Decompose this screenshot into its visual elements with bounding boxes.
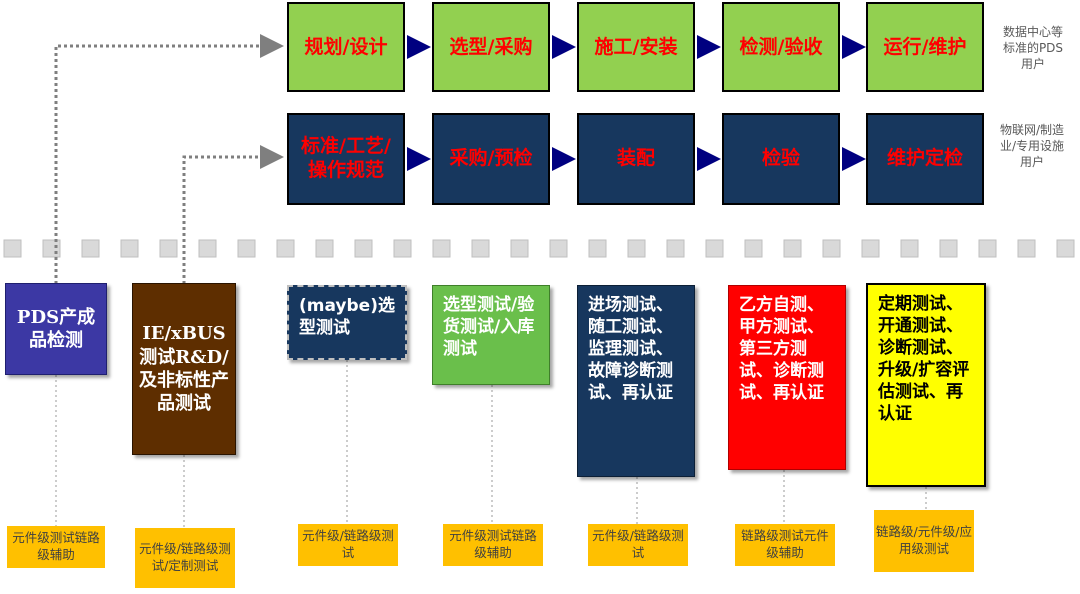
- vertical-guides: [55, 360, 927, 528]
- separator-square: [237, 239, 256, 258]
- separator-square: [861, 239, 880, 258]
- test-box-ie-xbus: IE/xBUS测试R&D/及非标性产品测试: [132, 283, 236, 455]
- separator-square: [822, 239, 841, 258]
- separator-square: [939, 239, 958, 258]
- test-box-selection-inspection: 选型测试/验货测试/入库测试: [432, 285, 550, 385]
- separator-square: [783, 239, 802, 258]
- separator-square: [588, 239, 607, 258]
- stage-standards-process: 标准/工艺/操作规范: [287, 113, 405, 205]
- stage-assembly: 装配: [577, 113, 695, 205]
- separator-square: [81, 239, 100, 258]
- separator-square: [666, 239, 685, 258]
- separator-square: [432, 239, 451, 258]
- separator-square: [393, 239, 412, 258]
- stage-operate-maintain: 运行/维护: [866, 2, 984, 92]
- level-tag-1: 元件级测试链路级辅助: [7, 526, 105, 568]
- separator-square: [42, 239, 61, 258]
- separator-square: [3, 239, 22, 258]
- separator-square: [627, 239, 646, 258]
- level-tag-3: 元件级/链路级测试: [298, 524, 398, 566]
- stage-purchase-precheck: 采购/预检: [432, 113, 550, 205]
- test-box-maybe-selection: (maybe)选型测试: [287, 285, 407, 360]
- separator-band: [0, 240, 1080, 258]
- separator-square: [978, 239, 997, 258]
- separator-square: [354, 239, 373, 258]
- level-tag-6: 链路级测试元件级辅助: [735, 524, 835, 566]
- stage-plan-design: 规划/设计: [287, 2, 405, 92]
- level-tag-4: 元件级测试链路级辅助: [443, 524, 543, 566]
- test-box-periodic-testing: 定期测试、开通测试、诊断测试、升级/扩容评估测试、再认证: [866, 283, 986, 487]
- separator-square: [900, 239, 919, 258]
- separator-square: [1017, 239, 1036, 258]
- mid-row-note: 物联网/制造业/专用设施用户: [999, 123, 1065, 170]
- stage-test-accept: 检测/验收: [722, 2, 840, 92]
- separator-square: [510, 239, 529, 258]
- test-box-pds-product: PDS产成品检测: [5, 283, 107, 375]
- separator-square: [744, 239, 763, 258]
- separator-square: [705, 239, 724, 258]
- test-box-party-testing: 乙方自测、甲方测试、第三方测试、诊断测试、再认证: [728, 285, 846, 470]
- level-tag-2: 元件级/链路级测试/定制测试: [135, 528, 235, 588]
- separator-square: [471, 239, 490, 258]
- stage-inspection: 检验: [722, 113, 840, 205]
- separator-square: [276, 239, 295, 258]
- separator-square: [120, 239, 139, 258]
- separator-square: [198, 239, 217, 258]
- separator-squares: [3, 239, 1075, 258]
- separator-square: [1056, 239, 1075, 258]
- level-tag-7: 链路级/元件级/应用级测试: [874, 510, 974, 572]
- separator-square: [315, 239, 334, 258]
- stage-maintenance-check: 维护定检: [866, 113, 984, 205]
- stage-construct-install: 施工/安装: [577, 2, 695, 92]
- level-tag-5: 元件级/链路级测试: [588, 524, 688, 566]
- top-row-note: 数据中心等标准的PDS用户: [1002, 25, 1064, 72]
- separator-square: [159, 239, 178, 258]
- feedback-arrows: [54, 34, 284, 290]
- test-box-onsite-testing: 进场测试、随工测试、监理测试、故障诊断测试、再认证: [577, 285, 695, 477]
- stage-select-purchase: 选型/采购: [432, 2, 550, 92]
- separator-square: [549, 239, 568, 258]
